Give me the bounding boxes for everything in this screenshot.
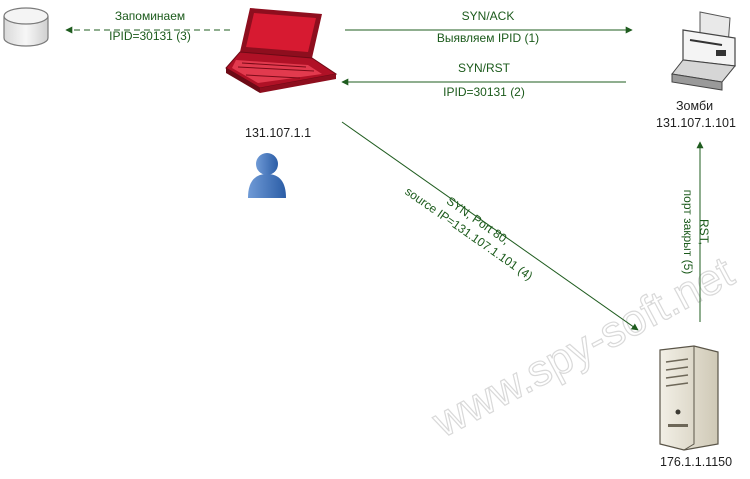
remember-label-2: IPID=30131 (3)	[109, 29, 191, 43]
arrow-syn-port	[341, 121, 639, 331]
laptop-icon	[225, 8, 338, 93]
zombie-name: Зомби	[676, 99, 713, 113]
rst-label-1: RST,	[697, 219, 711, 245]
attacker-ip: 131.107.1.1	[245, 126, 311, 140]
server-icon	[659, 345, 719, 451]
database-icon	[3, 7, 49, 47]
remember-label-1: Запоминаем	[115, 9, 185, 23]
user-icon	[248, 153, 286, 198]
synrst-label-2: IPID=30131 (2)	[443, 85, 525, 99]
rst-label-2: порт закрыт (5)	[681, 190, 695, 275]
syn-port-label-2: source IP=131.107.1.101 (4)	[402, 184, 535, 283]
synrst-label-1: SYN/RST	[458, 61, 511, 75]
printer-icon	[671, 11, 736, 91]
zombie-ip: 131.107.1.101	[656, 116, 736, 130]
target-ip: 176.1.1.1150	[660, 455, 732, 469]
synack-label-2: Выявляем IPID (1)	[437, 31, 539, 45]
synack-label-1: SYN/ACK	[462, 9, 515, 23]
